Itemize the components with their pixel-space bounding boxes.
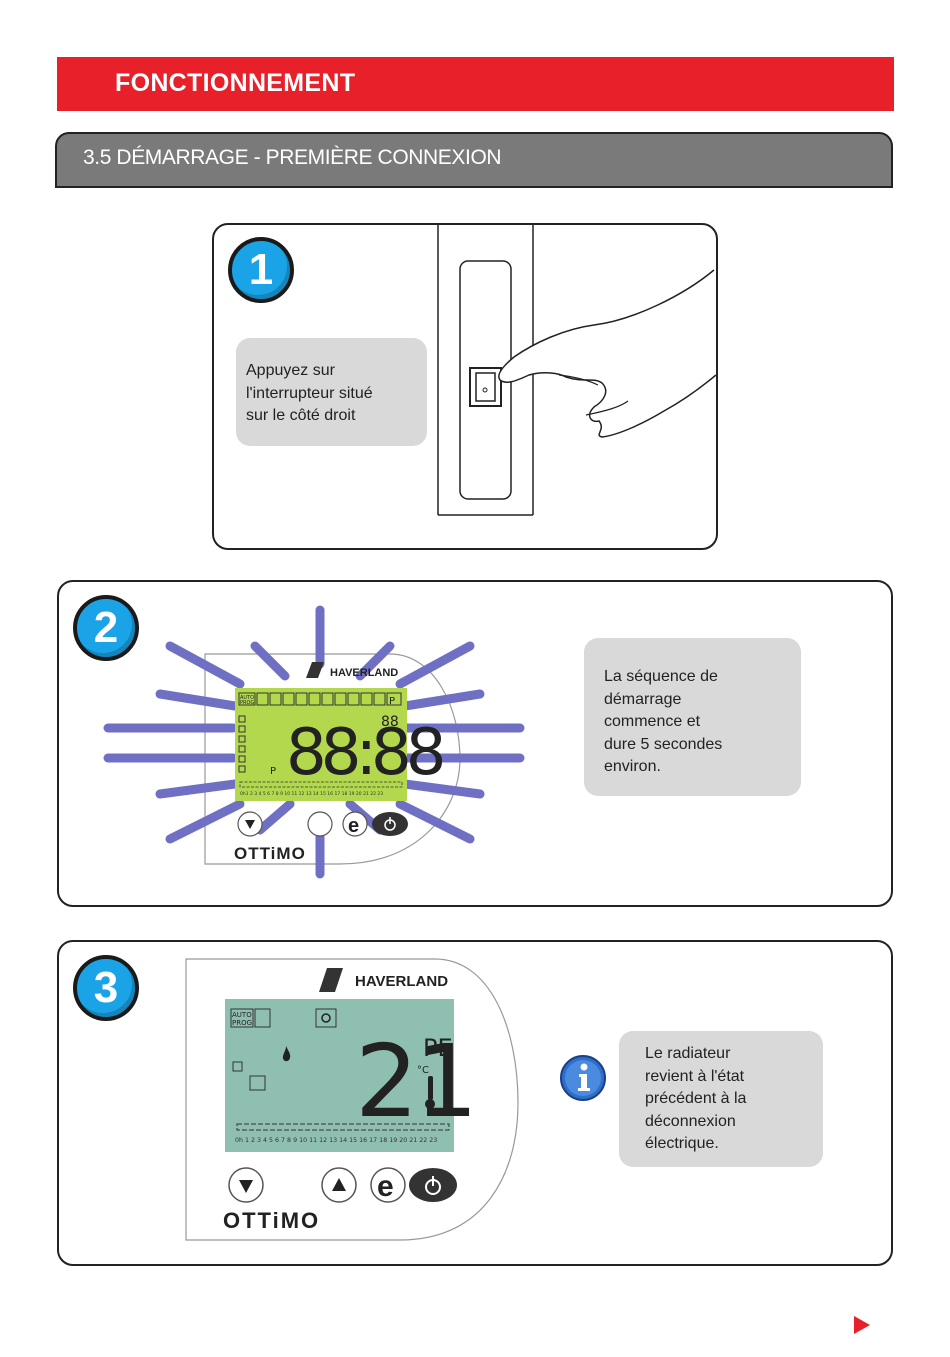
svg-text:PE: PE xyxy=(423,1034,453,1062)
step-3-number: 3 xyxy=(73,955,139,1021)
svg-text:AUTO: AUTO xyxy=(240,695,254,701)
svg-text:°C: °C xyxy=(417,1065,429,1076)
haverland-logo: HAVERLAND xyxy=(319,968,448,992)
step-1-bubble: Appuyez sur l'interrupteur situé sur le … xyxy=(236,338,427,446)
sun-icon xyxy=(321,1013,331,1023)
pointing-hand-icon xyxy=(498,269,716,438)
section-title: FONCTIONNEMENT xyxy=(115,69,356,97)
svg-text:OTTiMO: OTTiMO xyxy=(223,1208,320,1233)
svg-text:HAVERLAND: HAVERLAND xyxy=(330,667,398,679)
step-1-number: 1 xyxy=(228,237,294,303)
svg-text:P: P xyxy=(270,766,276,777)
svg-text:e: e xyxy=(348,815,359,837)
info-icon xyxy=(560,1055,606,1101)
step-1-panel: 1 Appuyez sur l'interrupteur situé sur l… xyxy=(212,223,718,550)
svg-text:PROG: PROG xyxy=(240,700,254,706)
subsection-title: 3.5 DÉMARRAGE - PREMIÈRE CONNEXION xyxy=(83,146,502,169)
radiator-side-illustration xyxy=(437,225,716,516)
step-3-bubble: Le radiateur revient à l'état précédent … xyxy=(619,1031,823,1167)
svg-text:P: P xyxy=(389,696,395,707)
svg-text:21: 21 xyxy=(355,1023,474,1140)
flame-icon xyxy=(282,1046,291,1062)
eco-button xyxy=(342,811,368,837)
eco-button xyxy=(370,1167,406,1203)
svg-text:AUTO: AUTO xyxy=(232,1011,252,1019)
step-2-panel: 2 La séquence de démarrage commence et d… xyxy=(57,580,893,907)
svg-text:HAVERLAND: HAVERLAND xyxy=(355,973,448,990)
svg-text:88: 88 xyxy=(381,714,399,730)
subsection-banner: 3.5 DÉMARRAGE - PREMIÈRE CONNEXION xyxy=(55,132,893,188)
step-2-number: 2 xyxy=(73,595,139,661)
hour-scale-startup: 0h1 2 3 4 5 6 7 8 9 10 11 12 13 14 15 16… xyxy=(240,791,383,797)
up-button xyxy=(307,811,333,837)
startup-flash-rays xyxy=(103,605,525,879)
hour-scale: 0h 1 2 3 4 5 6 7 8 9 10 11 12 13 14 15 1… xyxy=(235,1137,437,1144)
svg-text:PROG: PROG xyxy=(232,1019,252,1027)
current-display-illustration: HAVERLAND AUTO PROG 21 PE °C 0h 1 2 3 4 … xyxy=(185,958,519,1241)
svg-text:88:88: 88:88 xyxy=(286,716,443,790)
next-page-arrow-icon[interactable] xyxy=(853,1315,871,1335)
step-2-bubble: La séquence de démarrage commence et dur… xyxy=(584,638,801,796)
section-banner: FONCTIONNEMENT xyxy=(57,57,894,111)
startup-display-illustration: HAVERLAND AUTO PROG P 88:88 88 P 0h1 2 3… xyxy=(103,605,525,879)
svg-text:OTTiMO: OTTiMO xyxy=(234,844,306,863)
haverland-logo: HAVERLAND xyxy=(306,662,398,679)
svg-text:e: e xyxy=(377,1170,394,1203)
thermometer-icon xyxy=(428,1076,433,1100)
power-switch-icon xyxy=(469,367,502,407)
